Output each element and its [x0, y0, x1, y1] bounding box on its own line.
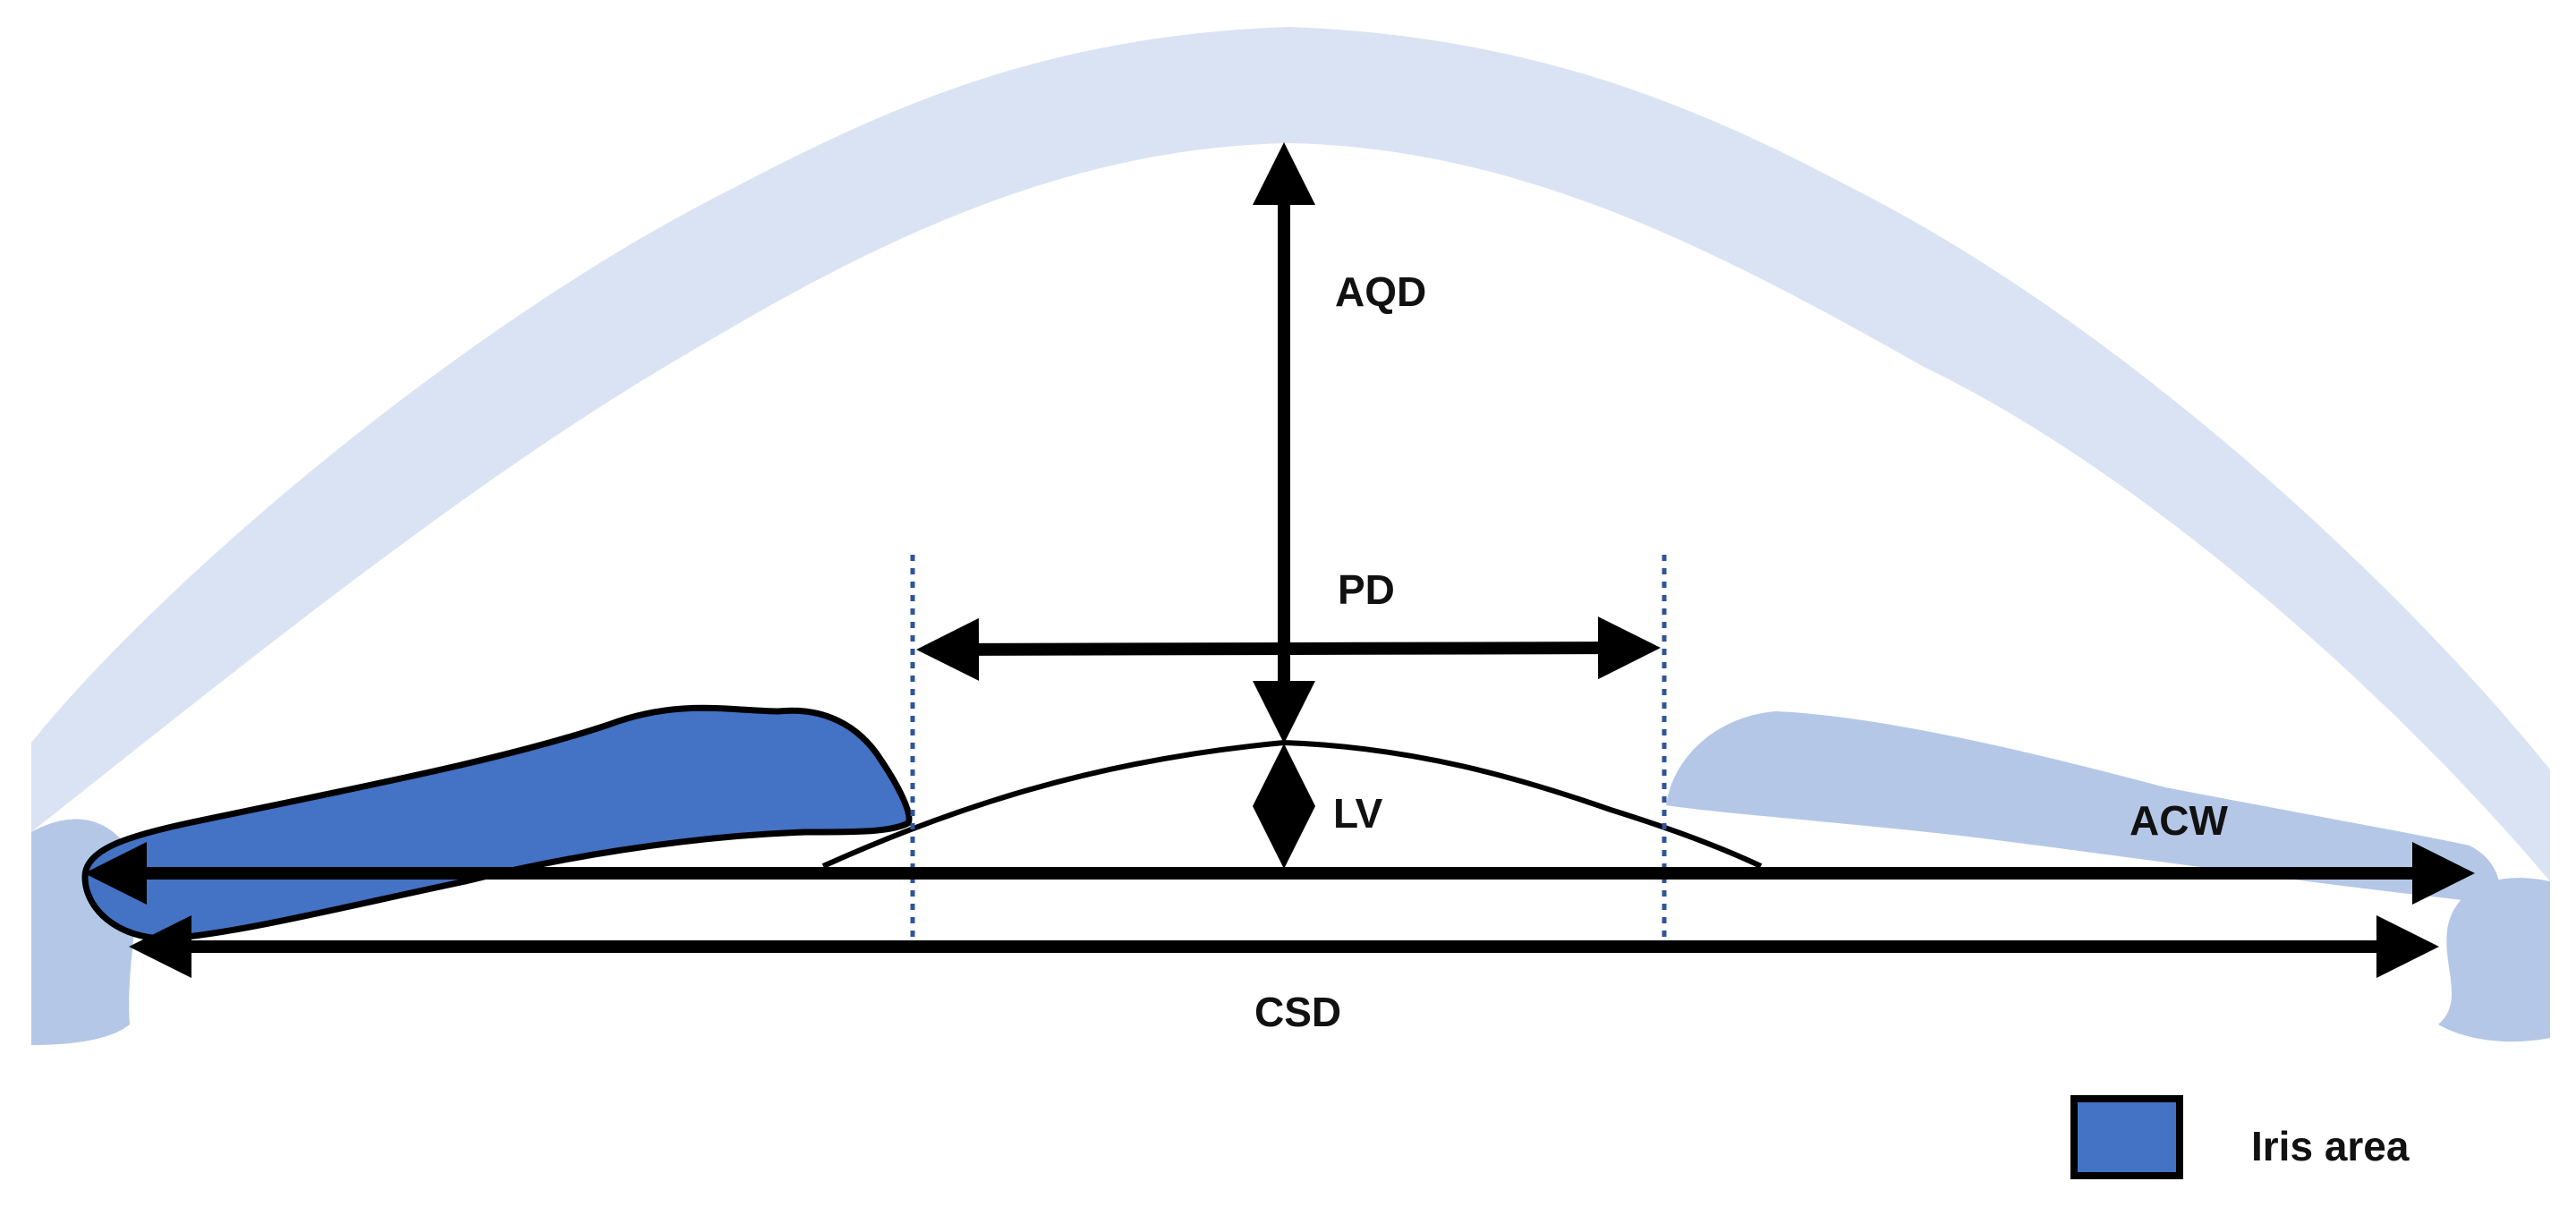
lens-outline — [821, 739, 1763, 869]
left-iris-shape — [81, 704, 913, 942]
legend: Iris area — [2070, 1095, 2410, 1179]
acw-label: ACW — [2130, 797, 2228, 844]
legend-iris-swatch — [2070, 1095, 2183, 1179]
cornea-shape — [31, 27, 2550, 881]
pd-arrow — [916, 616, 1661, 681]
lv-label: LV — [1333, 790, 1383, 837]
aqd-label: AQD — [1335, 268, 1426, 315]
pd-label: PD — [1338, 566, 1395, 613]
right-sclera-region — [2438, 878, 2550, 1042]
csd-label: CSD — [1254, 989, 1341, 1035]
legend-iris-label: Iris area — [2251, 1123, 2410, 1169]
